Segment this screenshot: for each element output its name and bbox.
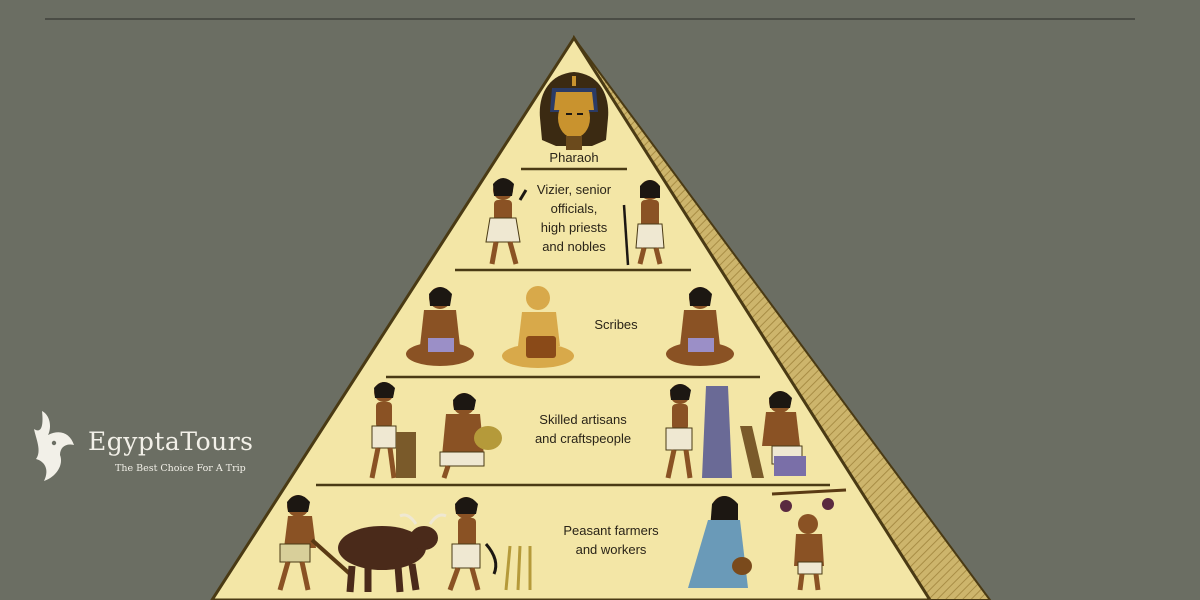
farmer-figure-icon — [447, 497, 532, 591]
tier-dividers — [316, 167, 830, 487]
artisan-figure-icon — [665, 384, 732, 479]
scribe-figure-icon — [406, 287, 474, 366]
farmer-figure-icon — [771, 488, 847, 591]
pharaoh-mask-icon — [539, 72, 609, 150]
tier-label-pharaoh: Pharaoh — [549, 150, 599, 165]
tier-label-artisans: Skilled artisans and craftspeople — [534, 412, 632, 446]
watermark: EgyptaTours The Best Choice For A Trip — [30, 405, 290, 485]
tier-label-peasants: Peasant farmers and workers — [563, 523, 659, 557]
scribe-figure-icon — [666, 287, 734, 366]
artisan-figure-icon — [369, 382, 416, 479]
top-divider — [45, 18, 1135, 20]
artisan-figure-icon — [439, 393, 502, 479]
ox-plough-icon — [338, 513, 447, 593]
official-figure-icon — [485, 178, 528, 265]
watermark-brand: EgyptaTours — [88, 427, 254, 456]
artisan-figure-icon — [740, 391, 806, 478]
farmer-figure-icon — [688, 496, 752, 588]
farmer-figure-icon — [277, 495, 352, 591]
official-figure-icon — [622, 180, 665, 266]
tier-label-officials: Vizier, senior officials, high priests a… — [536, 182, 612, 254]
watermark-tagline: The Best Choice For A Trip — [115, 463, 246, 474]
tier-label-scribes: Scribes — [594, 317, 638, 332]
horus-logo-icon — [34, 411, 74, 481]
scribe-figure-icon — [502, 286, 574, 368]
